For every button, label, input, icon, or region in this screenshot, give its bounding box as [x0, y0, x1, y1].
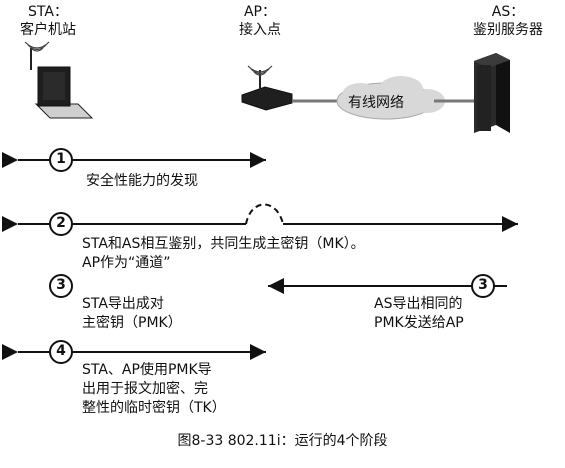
sta-role-label: STA： [28, 4, 68, 20]
sta-name-label: 客户机站 [20, 22, 76, 38]
step3-right-text-line1: AS导出相同的 [374, 296, 463, 312]
step3-left-badge [49, 274, 73, 298]
network-cloud-icon [336, 76, 445, 120]
step4-text-line2: 出用于报文加密、完 [82, 381, 208, 397]
step1-text: 安全性能力的发现 [86, 173, 198, 189]
as-role-label: AS： [491, 4, 525, 20]
step2-text-line1: STA和AS相互鉴别，共同生成主密钥（MK）。 [82, 236, 365, 252]
step2-dashed-arc [245, 203, 284, 225]
network-label: 有线网络 [348, 95, 404, 111]
server-icon [474, 53, 510, 133]
step4-text-line1: STA、AP使用PMK导 [82, 362, 212, 378]
step4-badge [49, 340, 73, 364]
step3-left-text-line1: STA导出成对 [82, 296, 164, 312]
step3-left-text-line2: 主密钥（PMK） [82, 315, 182, 331]
step3-left-number: 3 [56, 277, 66, 293]
step1-badge [49, 148, 73, 172]
ap-role-label: AP： [243, 4, 277, 20]
step2-text-line2: AP作为“通道” [82, 255, 171, 271]
step1-number: 1 [56, 151, 66, 167]
step2-badge [49, 212, 73, 236]
step2-number: 2 [56, 215, 66, 231]
step3-right-number: 3 [478, 277, 488, 293]
access-point-icon [241, 65, 293, 111]
step4-number: 4 [56, 343, 66, 359]
step3-right-badge [471, 274, 495, 298]
step4-text-line3: 整性的临时密钥（TK） [82, 400, 226, 416]
laptop-icon [24, 41, 94, 119]
as-name-label: 鉴别服务器 [473, 22, 543, 38]
ap-name-label: 接入点 [239, 22, 281, 38]
step3-right-text-line2: PMK发送给AP [374, 315, 464, 331]
figure-caption: 图8-33 802.11i：运行的4个阶段 [177, 433, 388, 449]
